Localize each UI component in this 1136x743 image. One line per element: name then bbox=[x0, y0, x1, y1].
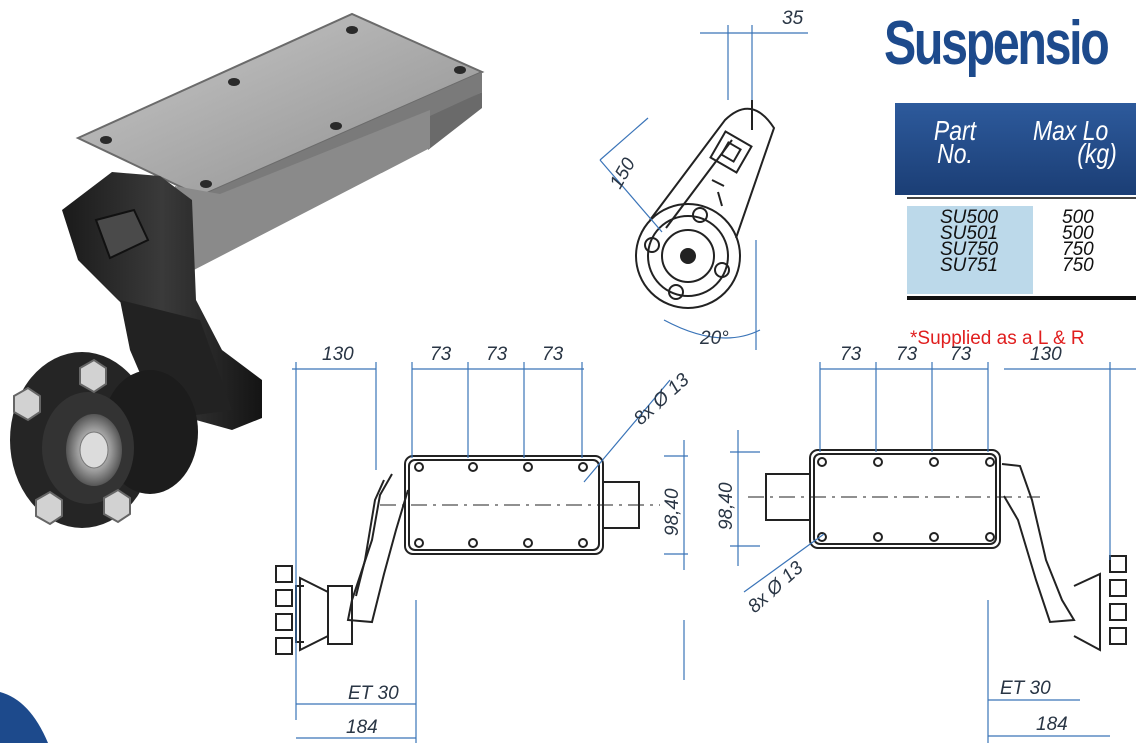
header-part-no: Part No. bbox=[933, 115, 977, 169]
part-number: SU751 bbox=[940, 255, 999, 276]
left-plan-dimensions bbox=[292, 362, 688, 743]
dim-right-offset: 130 bbox=[1030, 344, 1062, 365]
table-rule-bottom bbox=[907, 296, 1136, 300]
table-row: SU501 500 bbox=[907, 223, 1136, 244]
dim-right-pitch-1: 73 bbox=[840, 344, 862, 365]
dim-right-et: ET 30 bbox=[1000, 678, 1051, 699]
max-load: 750 bbox=[1062, 255, 1094, 276]
dim-right-pitch-2: 73 bbox=[896, 344, 918, 365]
right-plan-dimensions bbox=[730, 362, 1136, 743]
part-number: SU501 bbox=[940, 223, 999, 244]
dim-side-top: 35 bbox=[782, 8, 804, 29]
table-row: SU750 750 bbox=[907, 239, 1136, 260]
max-load: 750 bbox=[1062, 239, 1094, 260]
side-view-dimensions bbox=[599, 25, 808, 350]
dim-left-height: 98,40 bbox=[662, 488, 683, 536]
max-load: 500 bbox=[1062, 223, 1094, 244]
right-plan-drawing bbox=[748, 449, 1127, 652]
part-number: SU750 bbox=[940, 239, 999, 260]
supply-note: *Supplied as a L & R bbox=[910, 328, 1085, 349]
table-header: Part No. Max Lo (kg) bbox=[895, 103, 1136, 195]
corner-swoosh bbox=[0, 692, 48, 743]
dim-right-pitch-3: 73 bbox=[950, 344, 972, 365]
dim-side-angle: 20° bbox=[700, 328, 729, 349]
left-plan-drawing bbox=[275, 455, 660, 655]
table-rule-top bbox=[907, 197, 1136, 199]
side-view-drawing bbox=[635, 100, 776, 309]
dim-left-et: ET 30 bbox=[348, 683, 399, 704]
max-load: 500 bbox=[1062, 207, 1094, 228]
part-number: SU500 bbox=[940, 207, 999, 228]
page-title: Suspensio bbox=[884, 9, 1110, 78]
dim-right-height: 98,40 bbox=[716, 482, 737, 530]
product-image bbox=[10, 12, 485, 528]
header-max-load: Max Lo (kg) bbox=[1033, 115, 1117, 169]
dim-right-width: 184 bbox=[1036, 714, 1068, 735]
part-column-bg bbox=[907, 206, 1033, 294]
dim-left-pitch-1: 73 bbox=[430, 344, 452, 365]
dim-left-offset: 130 bbox=[322, 344, 354, 365]
dim-left-pitch-3: 73 bbox=[542, 344, 564, 365]
table-body: SU500 500 SU501 500 SU750 750 SU751 750 bbox=[907, 206, 1136, 294]
dim-left-pitch-2: 73 bbox=[486, 344, 508, 365]
dim-left-width: 184 bbox=[346, 717, 378, 738]
table-row: SU500 500 bbox=[907, 207, 1136, 228]
table-row: SU751 750 bbox=[907, 255, 1136, 276]
